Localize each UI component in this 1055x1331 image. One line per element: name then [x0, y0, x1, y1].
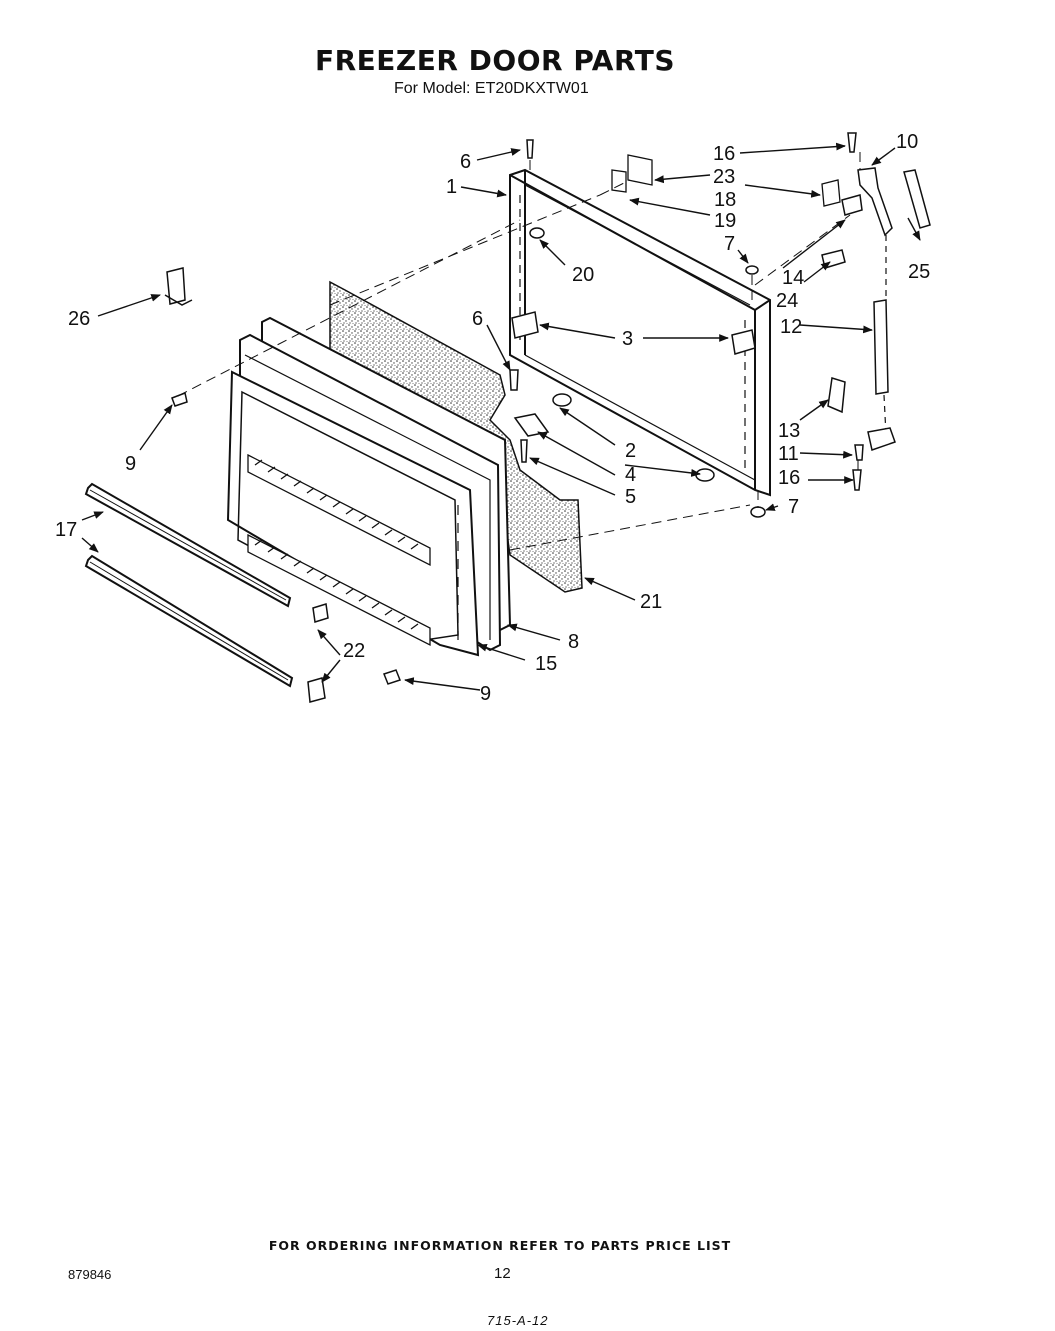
door-labels — [611, 154, 841, 207]
callout-22: 22 — [343, 640, 365, 662]
callout-25: 25 — [908, 261, 930, 283]
callout-2: 2 — [625, 440, 636, 462]
rail-end-caps — [307, 603, 329, 703]
callout-16-bottom: 16 — [778, 467, 800, 489]
callout-20: 20 — [572, 264, 594, 286]
callout-18: 18 — [714, 189, 736, 211]
catalog-number: 879846 — [68, 1267, 112, 1282]
callout-24: 24 — [776, 290, 798, 312]
callout-21: 21 — [640, 591, 662, 613]
callout-3: 3 — [622, 328, 633, 350]
callout-17: 17 — [55, 519, 77, 541]
callout-4: 4 — [625, 464, 636, 486]
screws — [171, 132, 862, 685]
callout-19: 19 — [714, 210, 736, 232]
shelf-rails — [84, 482, 294, 688]
callout-7-top: 7 — [724, 233, 735, 255]
model-subtitle: For Model: ET20DKXTW01 — [394, 80, 589, 97]
callout-15: 15 — [535, 653, 557, 675]
callout-7-bottom: 7 — [788, 496, 799, 518]
callout-26: 26 — [68, 308, 90, 330]
handwritten-note: 715-A-12 — [487, 1313, 549, 1328]
door-stop-bracket — [164, 267, 193, 306]
callout-23: 23 — [713, 166, 735, 188]
callout-11: 11 — [778, 443, 799, 465]
page-number: 12 — [494, 1265, 511, 1282]
ordering-note: FOR ORDERING INFORMATION REFER TO PARTS … — [268, 1238, 732, 1253]
callout-8: 8 — [568, 631, 579, 653]
callout-9-left: 9 — [125, 453, 136, 475]
callout-16-top: 16 — [713, 143, 735, 165]
handle-assembly — [821, 167, 931, 461]
callout-9-bottom: 9 — [480, 683, 491, 705]
page-title: FREEZER DOOR PARTS — [314, 44, 676, 77]
alignment-lines — [177, 152, 861, 551]
leader-lines — [81, 142, 921, 691]
callout-10: 10 — [896, 131, 918, 153]
callout-6-hinge: 6 — [472, 308, 483, 330]
outer-door-panel — [509, 168, 771, 497]
hinge-brackets — [511, 311, 756, 463]
callout-6-top: 6 — [460, 151, 471, 173]
callout-13: 13 — [778, 420, 800, 442]
callout-14: 14 — [782, 267, 804, 289]
liner-shelves — [247, 453, 431, 647]
part-callouts: 1 2 3 4 5 6 6 7 7 8 9 9 10 11 12 13 14 1… — [55, 131, 930, 705]
callout-5: 5 — [625, 486, 636, 508]
callout-1: 1 — [446, 176, 457, 198]
callout-12: 12 — [780, 316, 802, 338]
